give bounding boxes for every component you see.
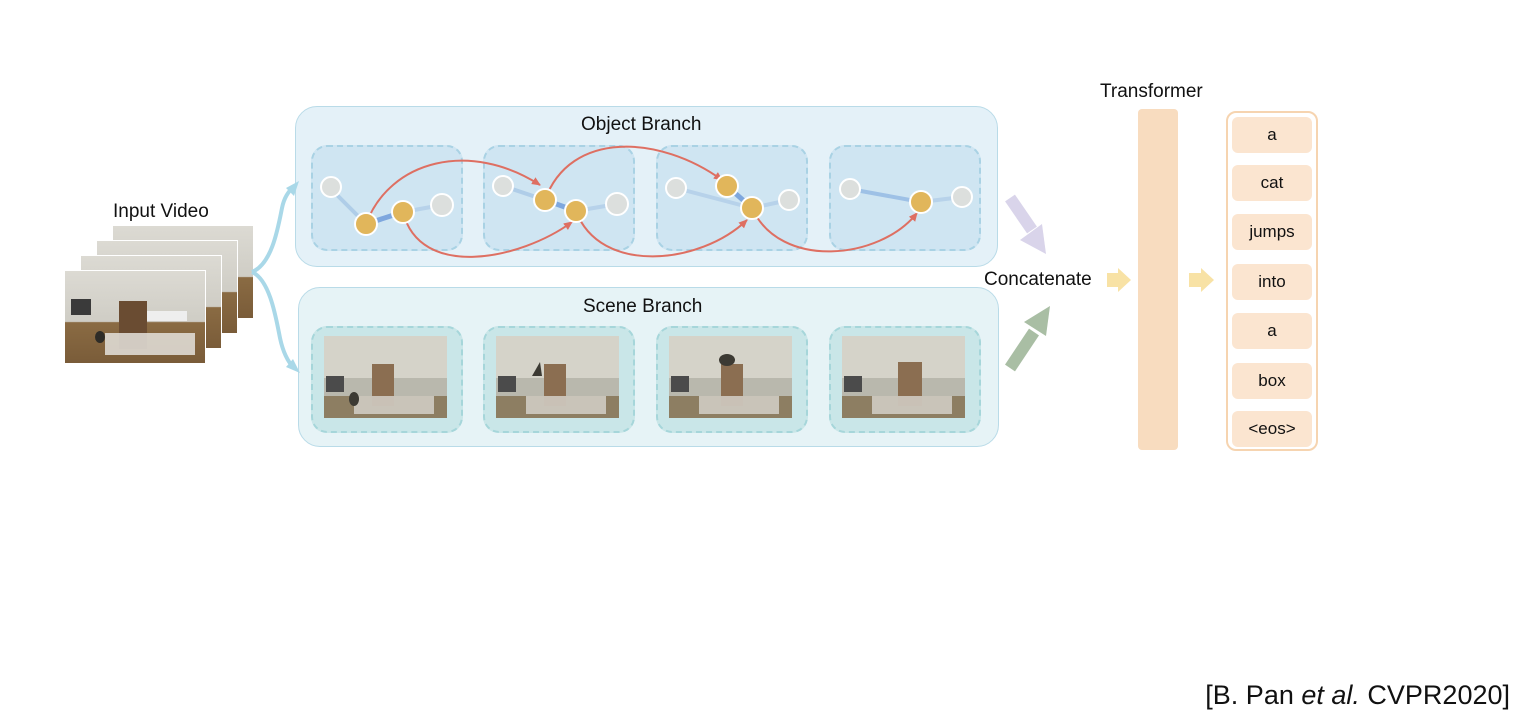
scene-branch-title: Scene Branch [583,296,703,317]
scene-frame-image [842,336,965,418]
object-branch-title: Object Branch [581,114,702,135]
table-shape [147,311,187,321]
scene-frames [324,336,965,418]
active-node [715,174,739,198]
temporal-arrows [365,145,918,258]
scene-frame-image [324,336,447,418]
input-video-label: Input Video [113,201,209,222]
video-frame [64,270,206,364]
output-token: <eos> [1232,411,1312,447]
inactive-node [605,192,629,216]
rug-shape [105,333,195,355]
flow-arrows [1107,268,1214,292]
citation-italic: et al. [1301,680,1360,710]
active-node [391,200,415,224]
scene-frame-image [496,336,619,418]
transformer-block [1138,109,1178,450]
output-token: box [1232,363,1312,399]
cat-shape [95,331,105,343]
active-node [533,188,557,212]
scene-frame-image [669,336,792,418]
graph-nodes [320,174,973,236]
inactive-node [665,177,687,199]
output-token: jumps [1232,214,1312,250]
graph-edges [329,184,963,227]
inactive-node [951,186,973,208]
active-node [909,190,933,214]
citation-prefix: [B. Pan [1205,680,1302,710]
active-node [564,199,588,223]
tv-shape [71,299,91,315]
output-token-column: a cat jumps into a box <eos> [1226,111,1318,451]
inactive-node [430,193,454,217]
output-token: a [1232,313,1312,349]
citation-suffix: CVPR2020] [1359,680,1510,710]
inactive-node [492,175,514,197]
citation: [B. Pan et al. CVPR2020] [1205,680,1510,711]
input-split-arrows [250,181,300,373]
concatenate-label: Concatenate [984,269,1092,290]
output-token: into [1232,264,1312,300]
active-node [354,212,378,236]
output-token: cat [1232,165,1312,201]
branch-to-concat-arrows [1005,194,1050,372]
transformer-label: Transformer [1100,81,1203,102]
output-token: a [1232,117,1312,153]
active-node [740,196,764,220]
inactive-node [839,178,861,200]
inactive-node [320,176,342,198]
inactive-node [778,189,800,211]
